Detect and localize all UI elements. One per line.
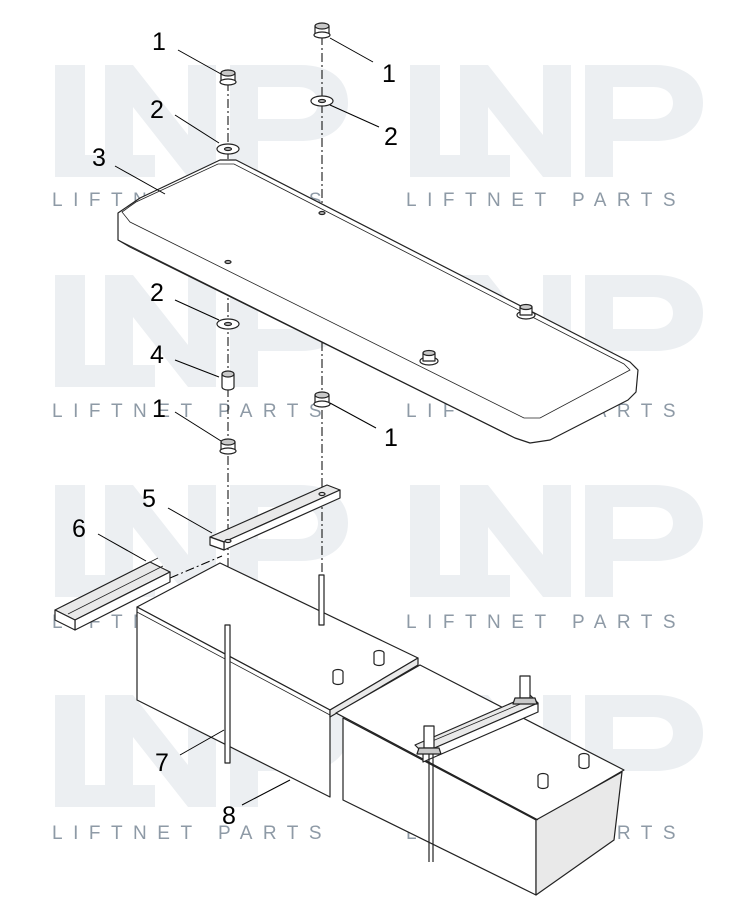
nut-part-1 [219,69,237,86]
tie-rod-right [318,574,325,626]
battery-terminal [578,752,590,770]
callout-1: 1 [384,424,398,452]
watermark-logo [55,695,348,807]
callout-1: 1 [382,60,396,88]
nut-part-1 [313,22,331,39]
callout-4: 4 [150,341,164,369]
assembled-hold-down-rail [414,675,539,862]
battery-assembly [136,562,625,896]
washer-part-2 [216,318,240,330]
cover-nut [516,303,536,320]
watermark-text: LIFTNET PARTS [52,401,332,422]
callout-labels: 1 1 2 2 3 2 4 1 1 5 6 7 8 [72,28,398,830]
watermark-logo [410,485,703,597]
battery-terminal [537,772,549,790]
callout-7: 7 [155,749,169,777]
watermark-logo [410,65,703,177]
cover-part-3 [117,159,639,444]
callout-8: 8 [222,802,236,830]
nut-part-1 [219,438,237,455]
rail-part-6 [54,557,171,631]
spacer-part-4 [221,370,235,391]
battery-terminal [373,649,385,667]
washer-part-2 [216,143,240,155]
callout-2: 2 [150,96,164,124]
watermark-text: LIFTNET PARTS [406,190,686,211]
axis-rail [169,555,223,579]
leader-lines [97,37,380,806]
callout-5: 5 [142,485,156,513]
watermark-logo [55,485,348,597]
callout-3: 3 [92,144,106,172]
watermark-text: LIFTNET PARTS [406,612,686,633]
washer-part-2 [310,95,334,107]
callout-1: 1 [152,28,166,56]
callout-6: 6 [72,515,86,543]
callout-2: 2 [384,123,398,151]
watermark-text: LIFTNET PARTS [52,823,332,844]
battery-left-front [136,606,331,798]
callout-2: 2 [150,279,164,307]
cover-nut [419,349,439,366]
watermark-logo [55,65,348,177]
tie-rod-left [224,624,231,764]
nut-part-1 [313,391,331,408]
battery-right-side [535,771,623,896]
clamp-bracket-part-5 [209,484,341,551]
callout-1: 1 [152,395,166,423]
battery-terminal [332,668,344,686]
watermark-logo [55,275,348,387]
